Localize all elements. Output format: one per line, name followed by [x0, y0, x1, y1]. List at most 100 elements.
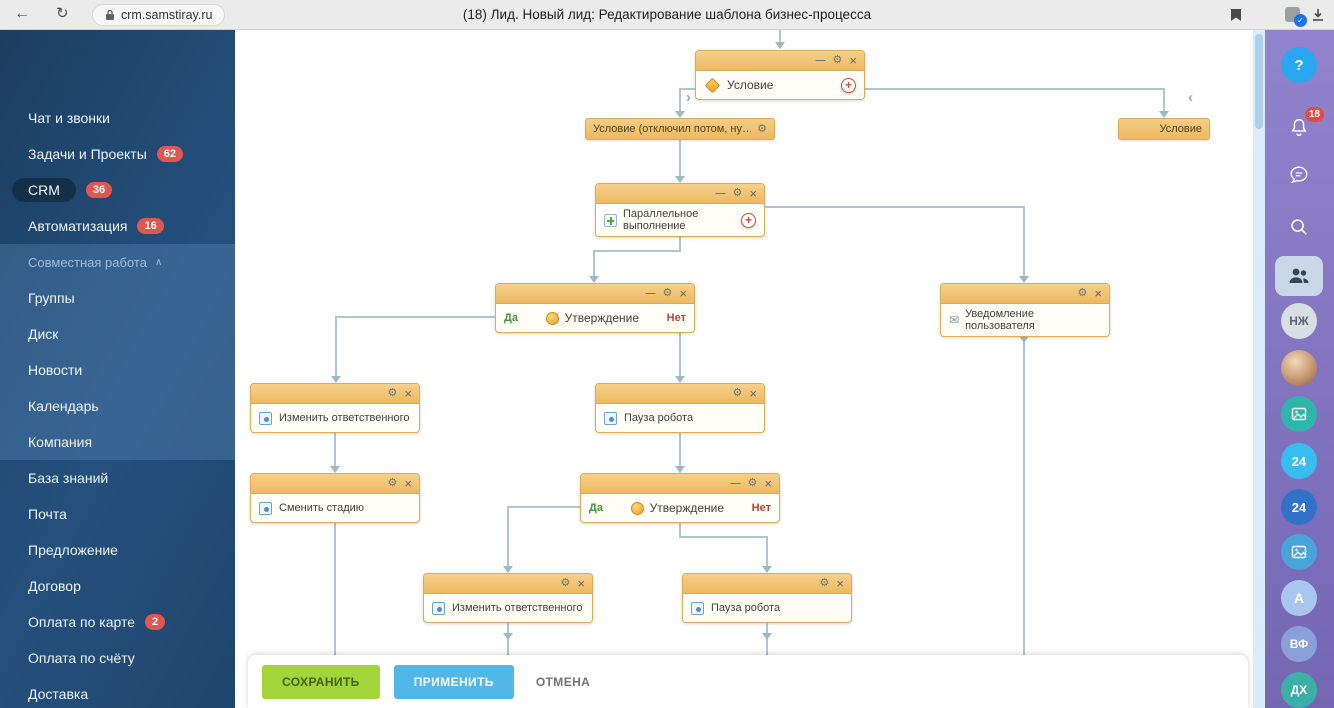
- bp-node-header: ⚙ ×: [941, 284, 1109, 304]
- collapse-icon[interactable]: —: [715, 187, 726, 199]
- avatar-vf[interactable]: ВФ: [1281, 626, 1317, 662]
- download-icon[interactable]: [1310, 7, 1326, 28]
- sidebar-item-invoice-payment[interactable]: Оплата по счёту: [0, 640, 235, 676]
- sidebar-item-disk[interactable]: Диск: [0, 316, 235, 352]
- sidebar-item-collaboration[interactable]: Совместная работа∧: [0, 244, 235, 280]
- sidebar-item-label: Чат и звонки: [28, 110, 110, 126]
- app-icon-teal[interactable]: [1281, 396, 1317, 432]
- photo-icon: [1291, 407, 1307, 421]
- back-icon[interactable]: ←: [14, 5, 30, 22]
- connector-segment: [679, 536, 768, 538]
- bitrix24-button-2[interactable]: 24: [1281, 489, 1317, 525]
- sidebar-item-label: Доставка: [28, 686, 89, 702]
- sidebar-item-chat-calls[interactable]: Чат и звонки: [0, 100, 235, 136]
- search-icon: [1291, 219, 1307, 235]
- bp-node-title: Уведомление пользователя: [965, 308, 1035, 332]
- bookmark-icon[interactable]: [1230, 8, 1242, 27]
- collapse-icon[interactable]: —: [815, 54, 826, 66]
- settings-gear-icon[interactable]: ⚙: [387, 477, 398, 489]
- delete-icon[interactable]: ×: [749, 386, 757, 401]
- sidebar-item-mail[interactable]: Почта: [0, 496, 235, 532]
- delete-icon[interactable]: ×: [764, 476, 772, 491]
- settings-gear-icon[interactable]: ⚙: [757, 122, 767, 135]
- bp-node-change-stage[interactable]: ⚙ × Сменить стадию: [250, 473, 420, 523]
- search-button[interactable]: [1281, 209, 1317, 245]
- address-bar[interactable]: crm.samstiray.ru: [92, 4, 226, 26]
- branch-bar-condition-right[interactable]: Условие: [1118, 118, 1210, 140]
- settings-gear-icon[interactable]: ⚙: [832, 54, 843, 66]
- avatar-photo[interactable]: [1281, 350, 1317, 386]
- connector-segment: [775, 42, 785, 49]
- bp-node-change-responsible-1[interactable]: ⚙ × Изменить ответственного: [250, 383, 420, 433]
- delete-icon[interactable]: ×: [1094, 286, 1102, 301]
- sidebar-item-delivery[interactable]: Доставка: [0, 676, 235, 708]
- settings-gear-icon[interactable]: ⚙: [1077, 287, 1088, 299]
- add-branch-button[interactable]: +: [741, 212, 756, 228]
- add-branch-button[interactable]: +: [841, 77, 856, 93]
- settings-gear-icon[interactable]: ⚙: [732, 387, 743, 399]
- cancel-button[interactable]: ОТМЕНА: [528, 665, 598, 699]
- delete-icon[interactable]: ×: [849, 53, 857, 68]
- bp-node-user-notification[interactable]: ⚙ × ✉ Уведомление пользователя: [940, 283, 1110, 337]
- notification-icon: ✉: [949, 313, 960, 327]
- bp-node-approval-1[interactable]: — ⚙ × Да Утверждение Нет: [495, 283, 695, 333]
- refresh-icon[interactable]: ↻: [56, 5, 69, 22]
- sidebar-item-news[interactable]: Новости: [0, 352, 235, 388]
- delete-icon[interactable]: ×: [577, 576, 585, 591]
- avatar-a[interactable]: A: [1281, 580, 1317, 616]
- bp-node-parallel[interactable]: — ⚙ × Параллельное выполнение +: [595, 183, 765, 237]
- bp-designer-canvas[interactable]: › ‹ — ⚙ × Условие + Условие (отключил по…: [235, 30, 1253, 708]
- delete-icon[interactable]: ×: [404, 386, 412, 401]
- app-icon-blue[interactable]: [1281, 534, 1317, 570]
- sidebar-item-company[interactable]: Компания: [0, 424, 235, 460]
- bp-node-robot-pause-2[interactable]: ⚙ × Пауза робота: [682, 573, 852, 623]
- branch-bar-condition-left[interactable]: Условие (отключил потом, ну… ⚙: [585, 118, 775, 140]
- save-button[interactable]: СОХРАНИТЬ: [262, 664, 380, 699]
- delete-icon[interactable]: ×: [749, 186, 757, 201]
- branch-move-right-icon[interactable]: ›: [686, 89, 691, 106]
- bp-node-approval-2[interactable]: — ⚙ × Да Утверждение Нет: [580, 473, 780, 523]
- connector-segment: [679, 140, 681, 177]
- apply-button[interactable]: ПРИМЕНИТЬ: [393, 664, 514, 699]
- bitrix24-button-1[interactable]: 24: [1281, 443, 1317, 479]
- sidebar-item-knowledge-base[interactable]: База знаний: [0, 460, 235, 496]
- canvas-scrollbar[interactable]: [1253, 30, 1265, 708]
- sidebar-item-proposal[interactable]: Предложение: [0, 532, 235, 568]
- settings-gear-icon[interactable]: ⚙: [732, 187, 743, 199]
- bp-node-robot-pause-1[interactable]: ⚙ × Пауза робота: [595, 383, 765, 433]
- delete-icon[interactable]: ×: [404, 476, 412, 491]
- bp-node-condition-top[interactable]: — ⚙ × Условие +: [695, 50, 865, 100]
- scrollbar-thumb[interactable]: [1255, 34, 1263, 129]
- collapse-icon[interactable]: —: [645, 287, 656, 299]
- avatar-dh[interactable]: ДХ: [1281, 672, 1317, 708]
- sidebar-item-groups[interactable]: Группы: [0, 280, 235, 316]
- settings-gear-icon[interactable]: ⚙: [662, 287, 673, 299]
- bp-node-body: ✉ Уведомление пользователя: [941, 304, 1109, 336]
- bp-node-header: — ⚙ ×: [696, 51, 864, 71]
- settings-gear-icon[interactable]: ⚙: [747, 477, 758, 489]
- sidebar-item-label: Почта: [28, 506, 67, 522]
- extension-icon[interactable]: ✓: [1285, 7, 1307, 27]
- delete-icon[interactable]: ×: [679, 286, 687, 301]
- settings-gear-icon[interactable]: ⚙: [560, 577, 571, 589]
- collapse-icon[interactable]: —: [730, 477, 741, 489]
- delete-icon[interactable]: ×: [836, 576, 844, 591]
- messenger-button[interactable]: [1281, 157, 1317, 193]
- branch-move-left-icon[interactable]: ‹: [1188, 89, 1193, 106]
- sidebar-item-contract[interactable]: Договор: [0, 568, 235, 604]
- bp-node-body: Да Утверждение Нет: [581, 494, 779, 522]
- bp-node-change-responsible-2[interactable]: ⚙ × Изменить ответственного: [423, 573, 593, 623]
- sidebar-item-calendar[interactable]: Календарь: [0, 388, 235, 424]
- settings-gear-icon[interactable]: ⚙: [819, 577, 830, 589]
- settings-gear-icon[interactable]: ⚙: [387, 387, 398, 399]
- help-button[interactable]: ?: [1281, 47, 1317, 83]
- branch-no-label: Нет: [666, 312, 686, 324]
- avatar-nzh[interactable]: НЖ: [1281, 303, 1317, 339]
- employees-button[interactable]: [1275, 256, 1323, 296]
- branch-title: Условие (отключил потом, ну…: [593, 123, 752, 135]
- notifications-button[interactable]: 18: [1281, 107, 1324, 146]
